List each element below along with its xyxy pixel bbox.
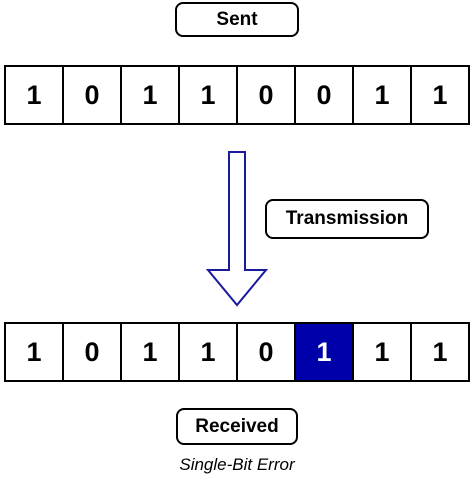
transmission-label: Transmission [265, 199, 429, 239]
sent-bit-2: 1 [120, 67, 178, 123]
down-arrow-icon [205, 151, 269, 307]
sent-bit-4: 0 [236, 67, 294, 123]
sent-bit-row: 1 0 1 1 0 0 1 1 [4, 65, 470, 125]
received-bit-4: 0 [236, 324, 294, 380]
received-bit-6: 1 [352, 324, 410, 380]
received-bit-0: 1 [26, 336, 42, 367]
received-bit-1: 0 [62, 324, 120, 380]
sent-bit-7: 1 [410, 67, 468, 123]
received-bit-5-error: 1 [294, 324, 352, 380]
sent-bit-1: 0 [62, 67, 120, 123]
received-bit-row: 1 0 1 1 0 1 1 1 [4, 322, 470, 382]
sent-bit-5: 0 [294, 67, 352, 123]
sent-bit-6: 1 [352, 67, 410, 123]
sent-bit-0: 1 [26, 79, 42, 110]
caption: Single-Bit Error [179, 455, 295, 474]
received-label: Received [176, 408, 298, 445]
received-bit-7: 1 [410, 324, 468, 380]
received-bit-2: 1 [120, 324, 178, 380]
sent-label: Sent [175, 2, 299, 37]
sent-bit-3: 1 [178, 67, 236, 123]
received-bit-3: 1 [178, 324, 236, 380]
